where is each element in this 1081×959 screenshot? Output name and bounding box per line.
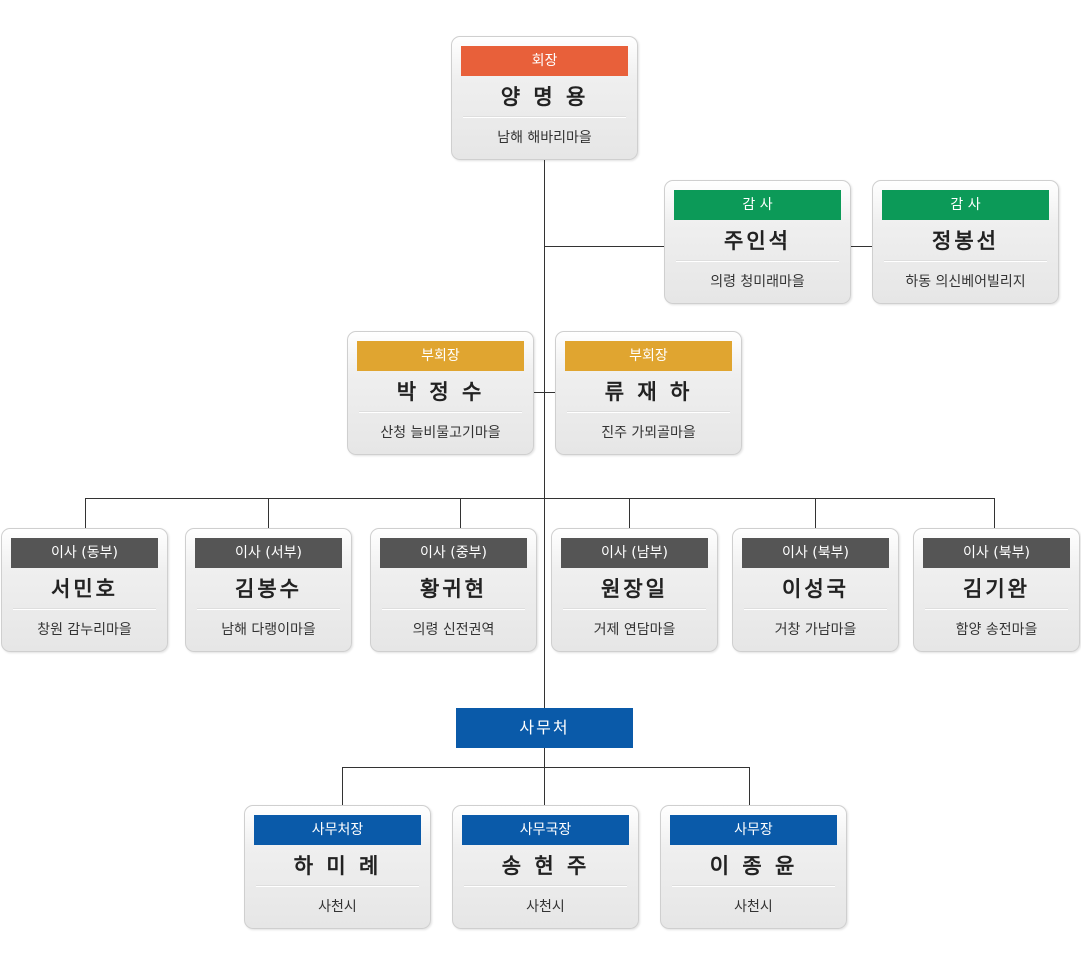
vice-president-card: 부회장 류 재 하 진주 가뫼골마을 [555,331,742,455]
role-badge: 부회장 [357,341,524,371]
office-staff-card: 사무장 이 종 윤 사천시 [660,805,847,929]
role-badge: 사무장 [670,815,837,845]
card-divider [925,608,1068,610]
office-staff-card: 사무국장 송 현 주 사천시 [452,805,639,929]
director-card: 이사 (동부) 서민호 창원 감누리마을 [1,528,168,652]
location-text: 남해 다랭이마을 [221,622,316,638]
card-divider [567,411,730,413]
role-badge: 이사 (북부) [742,538,889,568]
vice-president-card: 부회장 박 정 수 산청 늘비물고기마을 [347,331,534,455]
location-text: 창원 감누리마을 [37,622,132,638]
role-badge: 사무처장 [254,815,421,845]
card-divider [464,885,627,887]
card-divider [13,608,156,610]
location-text: 하동 의신베어빌리지 [905,274,1026,290]
person-name: 하 미 례 [293,854,382,878]
director-card: 이사 (북부) 김기완 함양 송전마을 [913,528,1080,652]
person-name: 이 종 윤 [709,854,798,878]
card-divider [359,411,522,413]
card-divider [256,885,419,887]
person-name: 양 명 용 [500,85,589,109]
card-divider [382,608,525,610]
person-name: 서민호 [51,577,118,601]
card-divider [463,116,626,118]
person-name: 황귀현 [420,577,487,601]
office-staff-card: 사무처장 하 미 례 사천시 [244,805,431,929]
location-text: 진주 가뫼골마을 [601,425,696,441]
role-badge: 이사 (남부) [561,538,708,568]
person-name: 김봉수 [235,577,302,601]
role-badge: 이사 (중부) [380,538,527,568]
location-text: 의령 청미래마을 [710,274,805,290]
person-name: 원장일 [601,577,668,601]
auditor-card: 감 사 주인석 의령 청미래마을 [664,180,851,304]
role-badge: 감 사 [674,190,841,220]
role-badge: 이사 (북부) [923,538,1070,568]
location-text: 함양 송전마을 [955,622,1038,638]
director-card: 이사 (남부) 원장일 거제 연담마을 [551,528,718,652]
role-badge: 부회장 [565,341,732,371]
card-divider [676,260,839,262]
location-text: 남해 해바리마을 [497,130,592,146]
location-text: 거제 연담마을 [593,622,676,638]
person-name: 박 정 수 [396,380,485,404]
person-name: 송 현 주 [501,854,590,878]
director-card: 이사 (북부) 이성국 거창 가남마을 [732,528,899,652]
person-name: 주인석 [724,229,791,253]
location-text: 사천시 [526,899,565,915]
role-badge: 사무국장 [462,815,629,845]
role-badge: 회장 [461,46,628,76]
card-divider [672,885,835,887]
card-divider [744,608,887,610]
location-text: 산청 늘비물고기마을 [380,425,501,441]
auditor-card: 감 사 정봉선 하동 의신베어빌리지 [872,180,1059,304]
person-name: 김기완 [963,577,1030,601]
card-divider [197,608,340,610]
person-name: 이성국 [782,577,849,601]
director-card: 이사 (서부) 김봉수 남해 다랭이마을 [185,528,352,652]
location-text: 의령 신전권역 [412,622,495,638]
person-name: 류 재 하 [604,380,693,404]
director-card: 이사 (중부) 황귀현 의령 신전권역 [370,528,537,652]
president-card: 회장 양 명 용 남해 해바리마을 [451,36,638,160]
role-badge: 이사 (동부) [11,538,158,568]
office-box: 사무처 [456,708,633,748]
location-text: 거창 가남마을 [774,622,857,638]
location-text: 사천시 [318,899,357,915]
role-badge: 이사 (서부) [195,538,342,568]
role-badge: 감 사 [882,190,1049,220]
person-name: 정봉선 [932,229,999,253]
card-divider [884,260,1047,262]
card-divider [563,608,706,610]
location-text: 사천시 [734,899,773,915]
